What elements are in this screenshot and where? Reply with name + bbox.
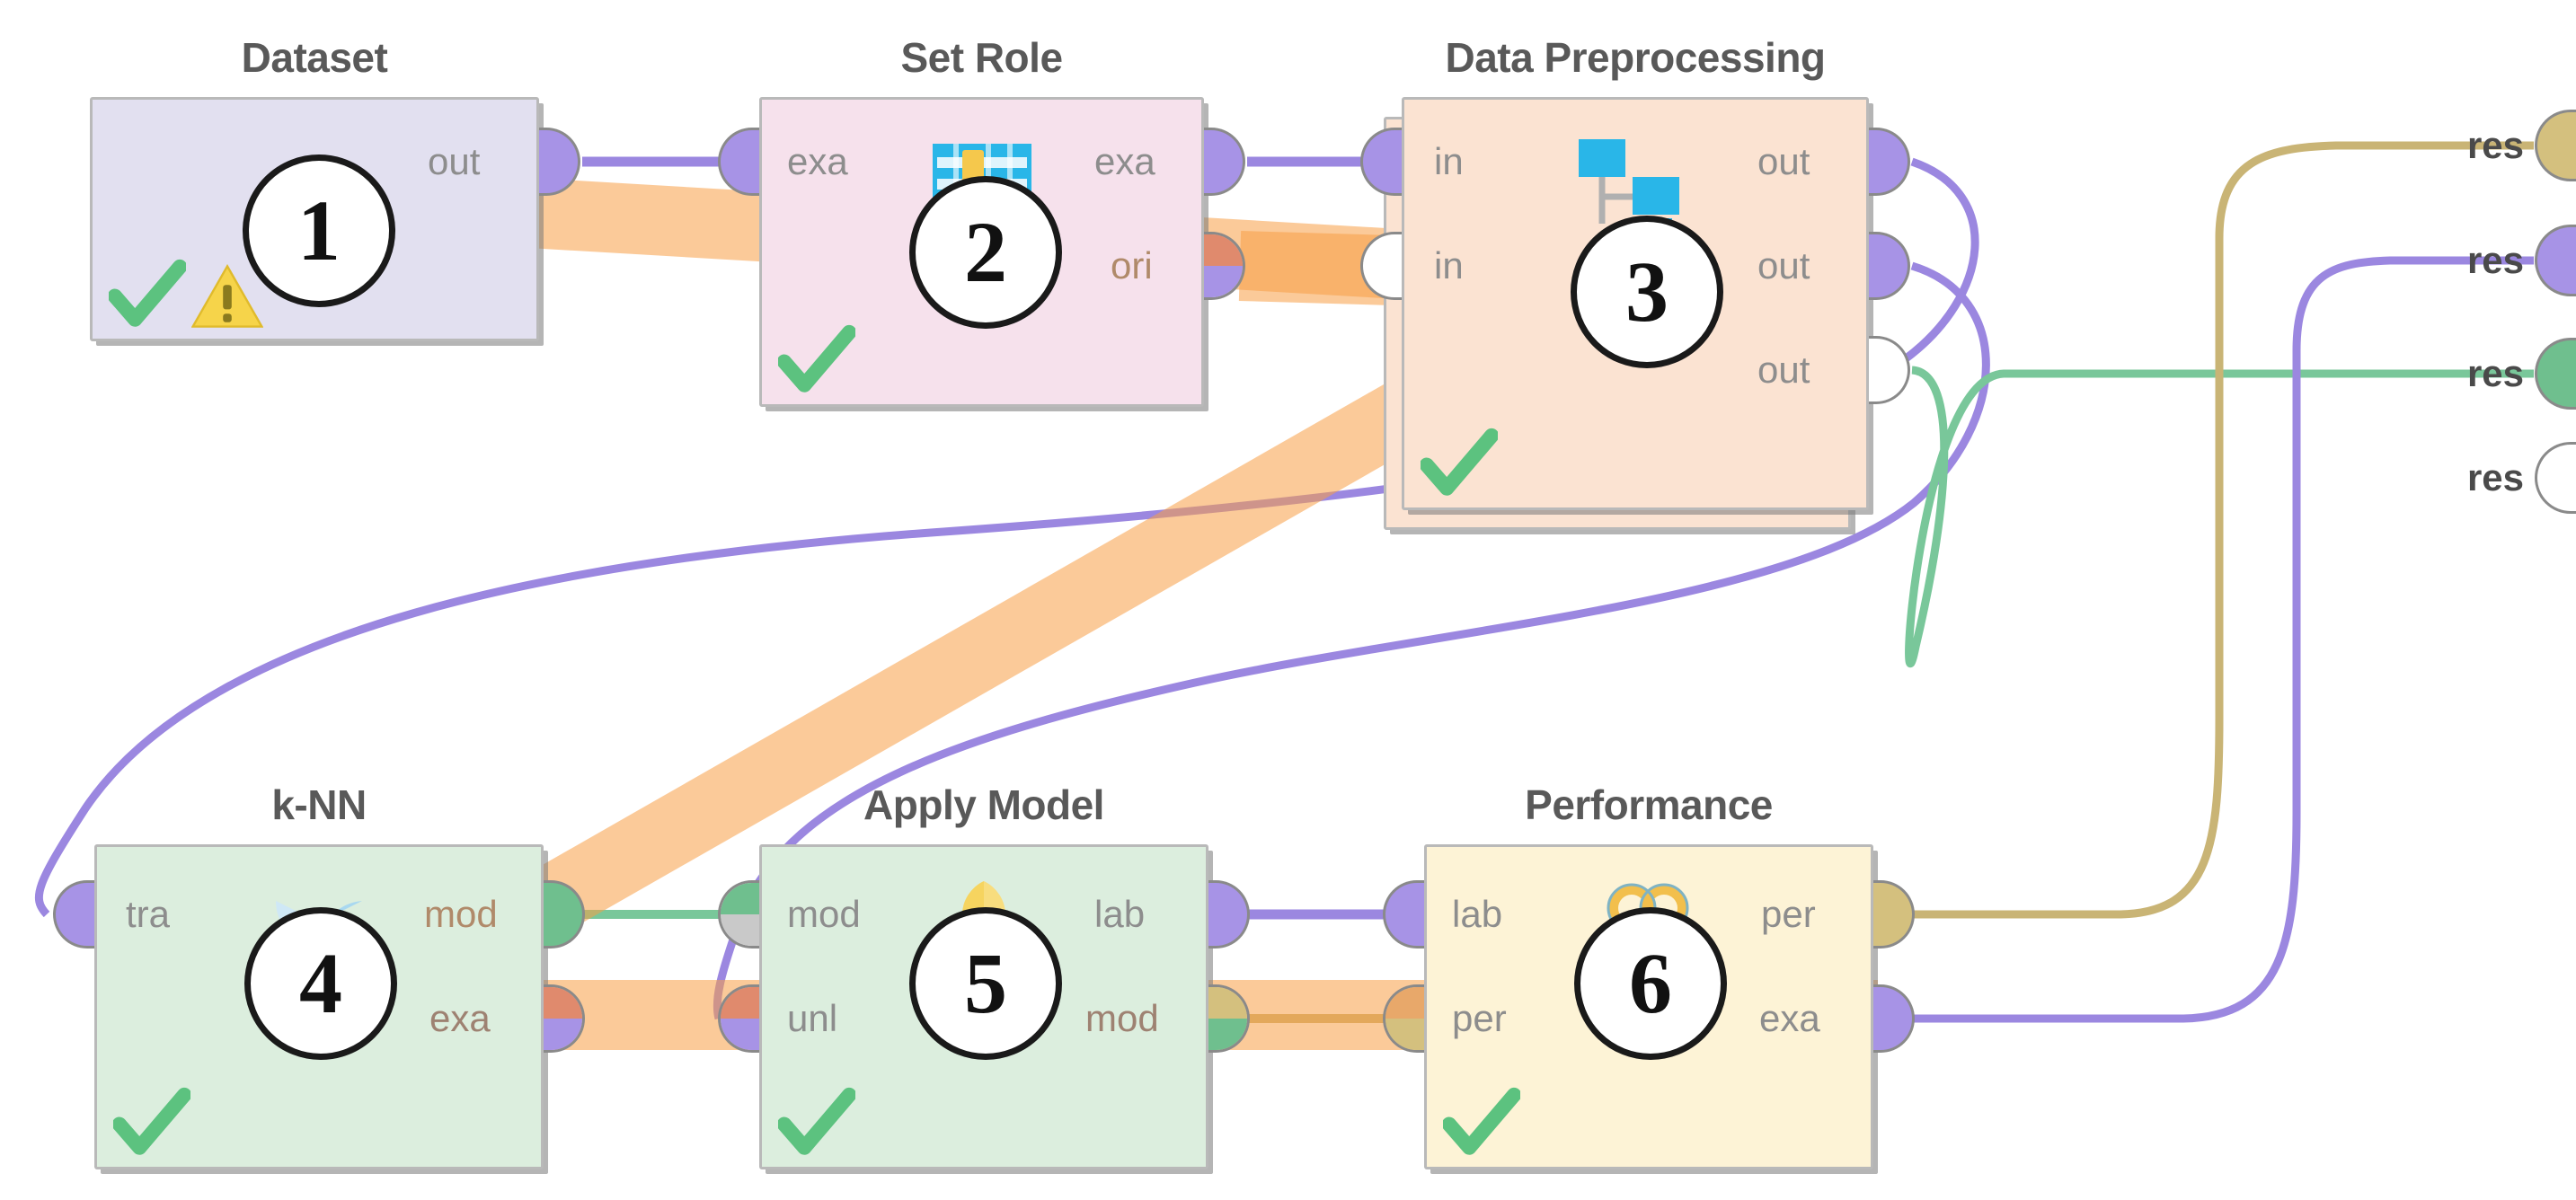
port-label-performance-per-in: per	[1452, 997, 1507, 1039]
port-label-set-role-ori: ori	[1111, 244, 1153, 287]
status-check-icon	[109, 259, 186, 327]
port-half-bottom	[1208, 1019, 1247, 1050]
port-label-preprocessing-in-2: in	[1434, 244, 1464, 287]
step-badge-2: 2	[909, 176, 1062, 329]
result-port-label-2: res	[2466, 239, 2524, 281]
port-knn-mod[interactable]	[544, 880, 585, 949]
node-title-apply-model: Apply Model	[863, 781, 1104, 828]
port-knn-exa[interactable]	[544, 984, 585, 1053]
port-label-dataset-out: out	[428, 140, 481, 182]
port-half-top	[1208, 987, 1247, 1019]
port-set-role-exa-out[interactable]	[1204, 128, 1245, 196]
node-title-dataset: Dataset	[241, 34, 388, 81]
port-label-knn-mod: mod	[424, 893, 498, 935]
port-label-apply-model-unl: unl	[787, 997, 838, 1039]
port-label-apply-model-mod-out: mod	[1085, 997, 1159, 1039]
status-check-icon	[113, 1087, 190, 1155]
wire-preprocessing-to-res3	[1905, 366, 2534, 668]
result-port-socket-1[interactable]	[2535, 110, 2576, 181]
step-badge-5: 5	[909, 907, 1062, 1060]
port-label-apply-model-mod-in: mod	[787, 893, 861, 935]
node-title-set-role: Set Role	[900, 34, 1063, 81]
port-preprocessing-out-2[interactable]	[1869, 232, 1910, 300]
port-label-preprocessing-out-2: out	[1757, 244, 1810, 287]
port-set-role-exa-in[interactable]	[718, 128, 759, 196]
subprocess-tree-icon	[1579, 139, 1679, 238]
port-performance-exa[interactable]	[1873, 984, 1915, 1053]
port-half-top	[1204, 234, 1243, 266]
port-preprocessing-in-2[interactable]	[1360, 232, 1402, 300]
step-badge-1: 1	[243, 154, 395, 307]
port-label-knn-exa: exa	[429, 997, 491, 1039]
result-port-socket-2[interactable]	[2535, 225, 2576, 296]
result-port-label-1: res	[2466, 124, 2524, 166]
port-half-bottom	[1385, 1019, 1424, 1050]
result-port-label-3: res	[2466, 352, 2524, 394]
port-half-bottom	[721, 1019, 759, 1050]
port-half-bottom	[1204, 266, 1243, 297]
port-apply-model-mod-out[interactable]	[1208, 984, 1250, 1053]
port-performance-per-in[interactable]	[1383, 984, 1424, 1053]
port-label-apply-model-lab: lab	[1094, 893, 1146, 935]
status-check-icon	[1421, 428, 1498, 496]
port-set-role-ori[interactable]	[1204, 232, 1245, 300]
port-performance-lab[interactable]	[1383, 880, 1424, 949]
status-check-icon	[778, 324, 855, 393]
port-half-top	[721, 883, 759, 914]
result-port-3[interactable]: res	[2426, 338, 2576, 410]
port-half-top	[1385, 987, 1424, 1019]
port-label-preprocessing-out-1: out	[1757, 140, 1810, 182]
port-half-bottom	[544, 1019, 582, 1050]
result-port-socket-4[interactable]	[2535, 442, 2576, 514]
port-label-performance-per-out: per	[1761, 893, 1816, 935]
port-half-top	[721, 987, 759, 1019]
status-check-icon	[778, 1087, 855, 1155]
result-port-label-4: res	[2466, 456, 2524, 499]
port-preprocessing-in-1[interactable]	[1360, 128, 1402, 196]
port-label-set-role-exa-in: exa	[787, 140, 848, 182]
status-warning-icon	[191, 263, 263, 328]
node-title-k-nn: k-NN	[271, 781, 367, 828]
port-label-performance-lab: lab	[1452, 893, 1503, 935]
port-label-set-role-exa-out: exa	[1094, 140, 1155, 182]
status-check-icon	[1443, 1087, 1520, 1155]
port-dataset-out[interactable]	[539, 128, 580, 196]
port-preprocessing-out-1[interactable]	[1869, 128, 1910, 196]
step-badge-4: 4	[244, 907, 397, 1060]
port-knn-tra[interactable]	[53, 880, 94, 949]
port-label-preprocessing-out-3: out	[1757, 349, 1810, 391]
result-port-4[interactable]: res	[2426, 442, 2576, 514]
step-badge-6: 6	[1574, 907, 1727, 1060]
port-apply-model-unl[interactable]	[718, 984, 759, 1053]
port-half-top	[544, 987, 582, 1019]
step-badge-3: 3	[1571, 216, 1723, 368]
port-performance-per-out[interactable]	[1873, 880, 1915, 949]
result-port-socket-3[interactable]	[2535, 338, 2576, 410]
port-apply-model-mod-in[interactable]	[718, 880, 759, 949]
result-port-2[interactable]: res	[2426, 225, 2576, 296]
port-half-bottom	[721, 914, 759, 946]
result-port-1[interactable]: res	[2426, 110, 2576, 181]
node-title-data-preprocessing: Data Preprocessing	[1445, 34, 1826, 81]
port-apply-model-lab[interactable]	[1208, 880, 1250, 949]
port-label-preprocessing-in-1: in	[1434, 140, 1464, 182]
node-title-performance: Performance	[1525, 781, 1773, 828]
port-preprocessing-out-3[interactable]	[1869, 336, 1910, 404]
port-label-performance-exa: exa	[1759, 997, 1820, 1039]
port-label-knn-tra: tra	[126, 893, 171, 935]
